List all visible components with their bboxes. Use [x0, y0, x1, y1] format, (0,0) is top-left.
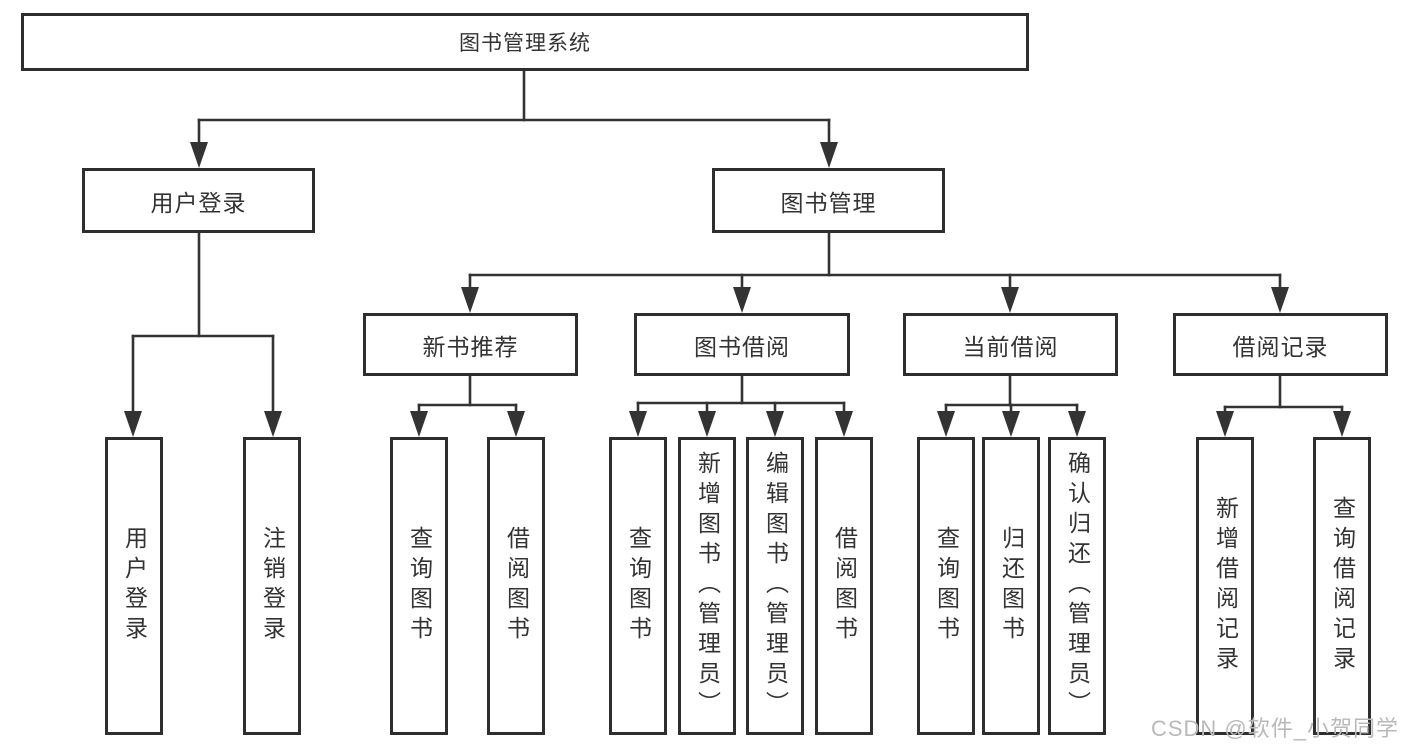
arrowhead-icon	[461, 287, 479, 313]
node-query-books: 查询图书	[390, 437, 448, 735]
node-logout-action-label: 注销登录	[259, 526, 286, 646]
arrowhead-icon	[766, 411, 784, 437]
node-borrowing-records: 借阅记录	[1173, 313, 1388, 376]
node-add-books-admin-label: 新增图书（管理员）	[694, 451, 721, 721]
node-current-borrowing-label: 当前借阅	[962, 333, 1059, 360]
arrowhead-icon	[733, 287, 751, 313]
node-user-login-action: 用户登录	[105, 437, 163, 735]
node-add-books-admin: 新增图书（管理员）	[678, 437, 736, 735]
node-borrow-books-label: 借阅图书	[831, 526, 858, 646]
node-library-management-system: 图书管理系统	[21, 13, 1029, 71]
node-book-management: 图书管理	[712, 168, 945, 233]
arrowhead-icon	[1271, 287, 1289, 313]
node-book-management-label: 图书管理	[780, 189, 877, 216]
node-logout-action: 注销登录	[243, 437, 301, 735]
node-borrow-books: 借阅图书	[487, 437, 545, 735]
arrowhead-icon	[629, 411, 647, 437]
arrowhead-icon	[507, 411, 525, 437]
node-user-login: 用户登录	[82, 168, 315, 233]
arrowhead-icon	[1333, 411, 1351, 437]
node-query-books: 查询图书	[917, 437, 975, 735]
arrowhead-icon	[124, 411, 142, 437]
node-borrowing-records-label: 借阅记录	[1232, 333, 1329, 360]
arrowhead-icon	[1002, 411, 1020, 437]
node-confirm-return-admin-label: 确认归还（管理员）	[1064, 451, 1091, 721]
node-query-borrow-record-label: 查询借阅记录	[1329, 496, 1356, 676]
arrowhead-icon	[190, 142, 208, 168]
node-query-books-label: 查询图书	[406, 526, 433, 646]
node-query-books-label: 查询图书	[625, 526, 652, 646]
arrowhead-icon	[1216, 411, 1234, 437]
arrowhead-icon	[410, 411, 428, 437]
node-edit-books-admin: 编辑图书（管理员）	[746, 437, 804, 735]
node-library-management-system-label: 图书管理系统	[459, 32, 591, 55]
node-current-borrowing: 当前借阅	[903, 313, 1118, 376]
node-edit-books-admin-label: 编辑图书（管理员）	[762, 451, 789, 721]
arrowhead-icon	[698, 411, 716, 437]
node-user-login-label: 用户登录	[150, 189, 247, 216]
arrowhead-icon	[820, 142, 838, 168]
node-borrow-books: 借阅图书	[815, 437, 873, 735]
node-add-borrow-record: 新增借阅记录	[1196, 437, 1254, 735]
node-borrow-books-label: 借阅图书	[503, 526, 530, 646]
node-add-borrow-record-label: 新增借阅记录	[1212, 496, 1239, 676]
node-new-book-recommendation-label: 新书推荐	[422, 333, 519, 360]
arrowhead-icon	[1068, 411, 1086, 437]
arrowhead-icon	[937, 411, 955, 437]
arrowhead-icon	[1001, 287, 1019, 313]
node-query-borrow-record: 查询借阅记录	[1313, 437, 1371, 735]
node-book-borrowing-label: 图书借阅	[694, 333, 790, 360]
arrowhead-icon	[835, 411, 853, 437]
node-return-books: 归还图书	[982, 437, 1040, 735]
node-new-book-recommendation: 新书推荐	[363, 313, 578, 376]
node-query-books: 查询图书	[609, 437, 667, 735]
arrowhead-icon	[264, 411, 282, 437]
node-book-borrowing: 图书借阅	[634, 313, 850, 376]
node-return-books-label: 归还图书	[998, 526, 1025, 646]
node-user-login-action-label: 用户登录	[121, 526, 148, 646]
node-confirm-return-admin: 确认归还（管理员）	[1048, 437, 1106, 735]
node-query-books-label: 查询图书	[933, 526, 960, 646]
